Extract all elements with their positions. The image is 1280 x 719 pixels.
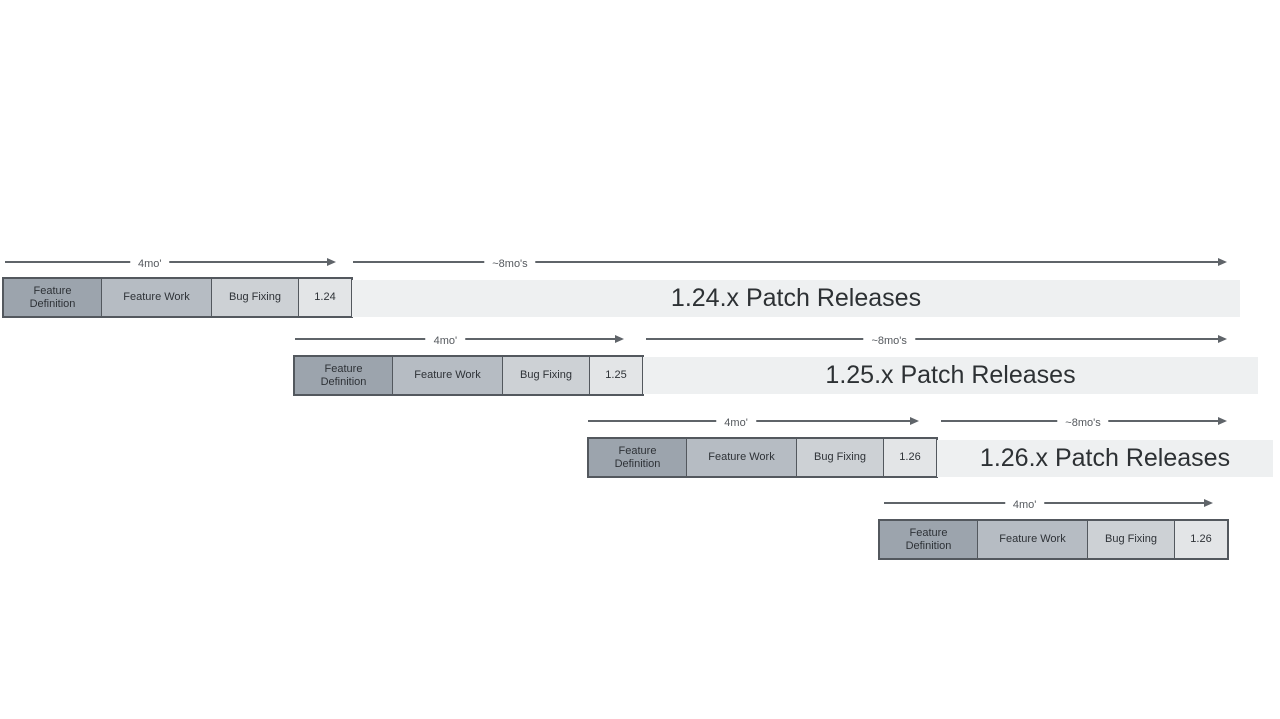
cycle-duration-arrow: 4mo' [5, 256, 336, 272]
arrow-right-icon [1218, 258, 1227, 266]
duration-label: 4mo' [1004, 497, 1045, 513]
cycle-duration-arrow: 4mo' [884, 497, 1213, 513]
phase-bug-fixing: Bug Fixing [1088, 521, 1175, 558]
patch-releases-bar: 1.24.x Patch Releases [352, 280, 1240, 317]
phase-bug-fixing: Bug Fixing [503, 357, 590, 394]
phase-feature-definition: Feature Definition [4, 279, 102, 316]
duration-label: 4mo' [425, 333, 466, 349]
duration-label: ~8mo's [1057, 415, 1109, 431]
phase-feature-definition: Feature Definition [295, 357, 393, 394]
patch-duration-arrow: ~8mo's [646, 333, 1227, 349]
version-box: 1.26 [1175, 521, 1227, 558]
arrow-right-icon [327, 258, 336, 266]
duration-label: 4mo' [130, 256, 170, 272]
version-box: 1.25 [590, 357, 642, 394]
phase-feature-work: Feature Work [102, 279, 212, 316]
phase-feature-definition: Feature Definition [589, 439, 687, 476]
patch-duration-arrow: ~8mo's [353, 256, 1227, 272]
release-cycle-boxes: Feature Definition Feature Work Bug Fixi… [587, 437, 938, 478]
release-cycle-boxes: Feature Definition Feature Work Bug Fixi… [293, 355, 644, 396]
version-box: 1.26 [884, 439, 936, 476]
phase-feature-work: Feature Work [687, 439, 797, 476]
phase-feature-work: Feature Work [393, 357, 503, 394]
phase-bug-fixing: Bug Fixing [797, 439, 884, 476]
release-cycle-boxes: Feature Definition Feature Work Bug Fixi… [2, 277, 353, 318]
phase-feature-definition: Feature Definition [880, 521, 978, 558]
cycle-duration-arrow: 4mo' [588, 415, 919, 431]
phase-feature-work: Feature Work [978, 521, 1088, 558]
phase-bug-fixing: Bug Fixing [212, 279, 299, 316]
patch-releases-bar: 1.26.x Patch Releases [937, 440, 1273, 477]
arrow-right-icon [615, 335, 624, 343]
patch-releases-bar: 1.25.x Patch Releases [643, 357, 1258, 394]
cycle-duration-arrow: 4mo' [295, 333, 624, 349]
release-cycle-boxes: Feature Definition Feature Work Bug Fixi… [878, 519, 1229, 560]
version-box: 1.24 [299, 279, 351, 316]
arrow-right-icon [1218, 335, 1227, 343]
arrow-right-icon [1204, 499, 1213, 507]
arrow-right-icon [910, 417, 919, 425]
patch-duration-arrow: ~8mo's [941, 415, 1227, 431]
arrow-right-icon [1218, 417, 1227, 425]
duration-label: 4mo' [716, 415, 756, 431]
duration-label: ~8mo's [484, 256, 536, 272]
duration-label: ~8mo's [863, 333, 915, 349]
